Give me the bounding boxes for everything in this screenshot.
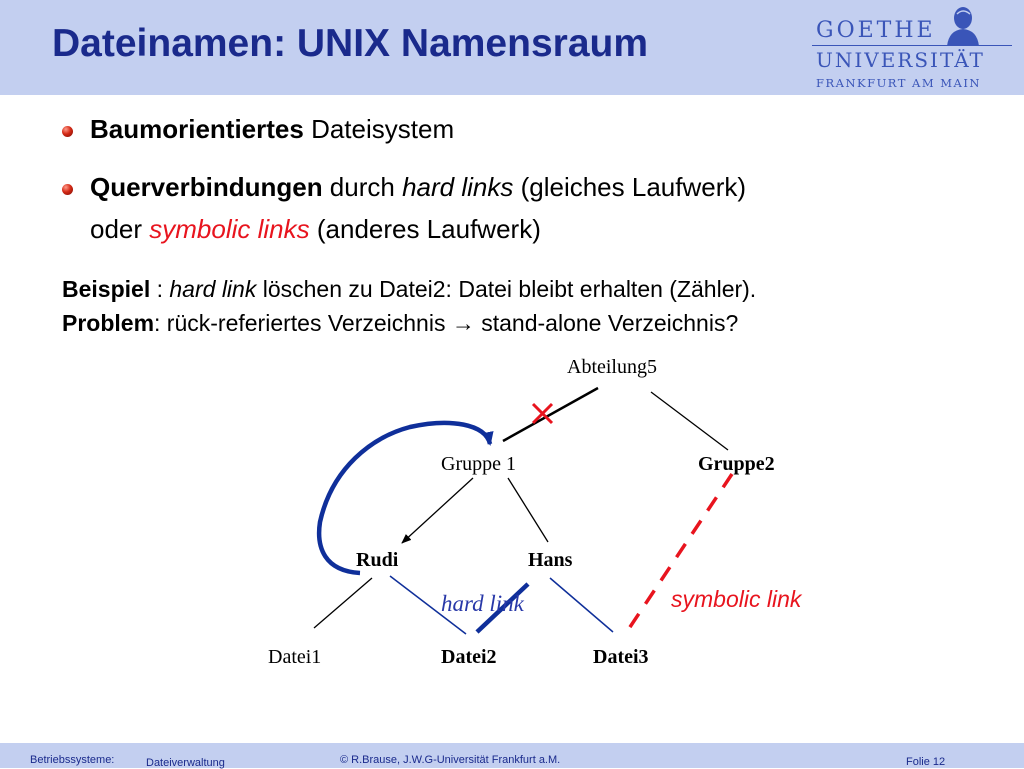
- problem-rest: : rück-referiertes Verzeichnis → stand-a…: [154, 310, 739, 336]
- edge-rudi-datei2: [389, 575, 467, 635]
- example-line: Beispiel : hard link löschen zu Datei2: …: [62, 276, 756, 303]
- edge-root-group1: [502, 386, 599, 443]
- logo-universitaet: UNIVERSITÄT: [816, 48, 985, 72]
- edge-rudi-datei1: [313, 577, 373, 629]
- node-rudi: Rudi: [356, 549, 399, 571]
- back-reference-arc: [316, 420, 494, 576]
- slide-title: Dateinamen: UNIX Namensraum: [52, 22, 649, 65]
- logo-goethe: GOETHE: [816, 18, 936, 43]
- node-hans: Hans: [528, 549, 573, 571]
- edge-root-group2: [650, 391, 729, 451]
- node-group1: Gruppe 1: [441, 453, 516, 475]
- hard-link-label: hard link: [441, 591, 525, 616]
- problem-line: Problem: rück-referiertes Verzeichnis → …: [62, 310, 738, 337]
- bullet-2-line2-red: symbolic links: [149, 214, 310, 244]
- footer-topic: Dateiverwaltung: [146, 757, 225, 769]
- example-label: Beispiel: [62, 276, 151, 302]
- logo-divider: [812, 45, 1012, 46]
- bullet-2-marker: [62, 184, 73, 195]
- example-colon: :: [150, 276, 170, 302]
- example-rest: löschen zu Datei2: Datei bleibt erhalten…: [256, 276, 757, 302]
- problem-label: Problem: [62, 310, 155, 336]
- bullet-2-line2: oder symbolic links (anderes Laufwerk): [90, 214, 541, 245]
- university-logo: GOETHE UNIVERSITÄT FRANKFURT AM MAIN: [812, 4, 1012, 90]
- footer-slide-number: Folie 12: [906, 756, 946, 768]
- footer-band: Betriebssysteme: Dateiverwaltung © R.Bra…: [0, 743, 1024, 769]
- goethe-portrait-icon: [947, 7, 979, 46]
- node-root: Abteilung5: [567, 356, 657, 378]
- bullet-2-t2: (gleiches Laufwerk): [513, 172, 747, 202]
- bullet-1-text: Baumorientiertes Dateisystem: [90, 114, 454, 145]
- example-italic: hard link: [169, 276, 257, 302]
- symbolic-link-edge: [626, 473, 734, 631]
- node-datei2: Datei2: [441, 646, 497, 668]
- bullet-1-bold: Baumorientiertes: [90, 114, 304, 144]
- logo-frankfurt: FRANKFURT AM MAIN: [816, 76, 981, 90]
- node-datei3: Datei3: [593, 646, 649, 668]
- bullet-1-marker: [62, 126, 73, 137]
- bullet-2-t1: durch: [322, 172, 403, 202]
- edge-group1-rudi: [401, 477, 474, 544]
- delete-cross-icon: [531, 402, 554, 425]
- bullet-2-italic: hard links: [402, 172, 514, 202]
- edge-hans-datei3: [549, 577, 614, 633]
- bullet-1-rest: Dateisystem: [303, 114, 455, 144]
- bullet-2-text: Querverbindungen durch hard links (gleic…: [90, 172, 746, 203]
- edge-group1-hans: [507, 477, 549, 543]
- bullet-2-line2-prefix: oder: [90, 214, 150, 244]
- bullet-2-line2-rest: (anderes Laufwerk): [309, 214, 541, 244]
- hard-link-edge: [475, 582, 530, 634]
- symbolic-link-label: symbolic link: [671, 586, 803, 612]
- footer-course: Betriebssysteme:: [30, 754, 115, 766]
- bullet-2-bold: Querverbindungen: [90, 172, 323, 202]
- header-band: [0, 0, 1024, 95]
- footer-copyright: © R.Brause, J.W.G-Universität Frankfurt …: [340, 754, 561, 766]
- node-group2: Gruppe2: [698, 453, 775, 475]
- node-datei1: Datei1: [268, 646, 321, 668]
